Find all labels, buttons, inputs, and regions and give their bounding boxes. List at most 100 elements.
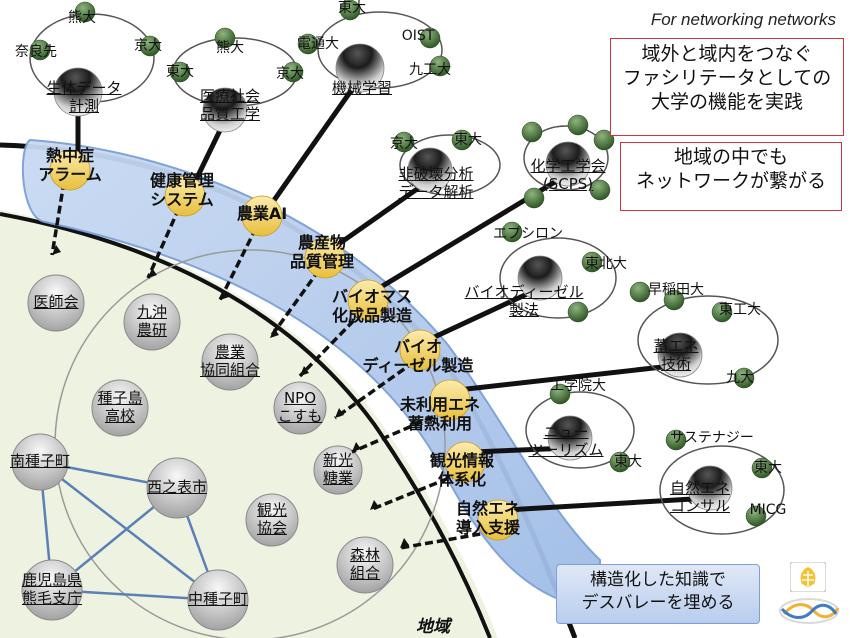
local-node-label: 中種子町	[187, 590, 248, 608]
partner-label: 奈良先	[15, 44, 57, 60]
hub-label: 自然エネ コンサル	[669, 479, 730, 515]
hub-node	[657, 332, 703, 378]
hub-node	[53, 67, 103, 117]
arrow-head-icon	[352, 442, 361, 452]
partner-label: 電通大	[297, 36, 339, 52]
hub-label: バイオディーゼル 製法	[464, 283, 584, 319]
arrow-head-icon	[335, 408, 344, 418]
local-node-label: 鹿児島県 熊毛支庁	[21, 571, 82, 607]
arrow-head-icon	[270, 328, 279, 338]
town-link-line	[39, 461, 219, 601]
activity-label: 農産物 品質管理	[289, 233, 354, 271]
regional-network-message-box: 地域の中でも ネットワークが繋がる	[620, 142, 842, 211]
local-node	[21, 559, 83, 621]
hub-node	[545, 141, 591, 187]
partner-node	[581, 251, 603, 273]
partner-node	[282, 61, 304, 83]
hub-label: 非破壊分析 データ解析	[398, 165, 474, 201]
partner-label: 早稲田大	[648, 282, 704, 298]
partner-node	[567, 301, 589, 323]
partner-node	[339, 0, 361, 21]
external-link-line	[505, 495, 711, 513]
local-node	[336, 536, 394, 594]
arrow-head-icon	[370, 500, 379, 510]
hub-node	[202, 87, 248, 133]
dashed-link-line	[218, 227, 258, 301]
local-node-label: 南種子町	[9, 452, 70, 470]
local-node-label: 農業 協同組合	[199, 343, 260, 379]
network-ring	[637, 295, 779, 385]
local-node-label: 種子島 高校	[97, 389, 143, 425]
local-node	[146, 457, 208, 519]
partner-node	[711, 301, 733, 323]
arrow-head-icon	[300, 366, 309, 376]
death-valley-banner: 構造化した知識で デスバレーを埋める	[556, 564, 760, 624]
local-node	[201, 333, 259, 391]
local-node-label: 医師会	[33, 293, 79, 311]
activity-label: 自然エネ 導入支援	[455, 499, 520, 537]
partner-node	[74, 1, 96, 23]
hub-label: 化学工学会 (SCPS)	[530, 157, 606, 193]
external-link-line	[267, 76, 363, 208]
partner-node	[733, 367, 755, 389]
partner-node	[501, 221, 523, 243]
partner-node	[139, 35, 161, 57]
activity-label: バイオマス 化成品製造	[331, 287, 412, 325]
partner-node	[297, 33, 319, 55]
partner-node	[393, 131, 415, 153]
partner-node	[169, 61, 191, 83]
local-node	[91, 379, 149, 437]
regional-network-message: 地域の中でも ネットワークが繋がる	[635, 146, 826, 192]
activity-node	[241, 195, 283, 237]
arrow-head-icon	[220, 290, 229, 300]
activity-node	[164, 175, 206, 217]
partner-label: 京大	[276, 66, 304, 82]
partner-node	[549, 383, 571, 405]
partner-label: 工学院大	[550, 378, 606, 394]
dashed-link-line	[399, 530, 493, 550]
hub-label: 蓄エネ 技術	[653, 337, 699, 373]
activity-label: 熱中症 アラーム	[38, 146, 102, 184]
partner-label: 九工大	[409, 62, 451, 78]
dashed-link-line	[333, 360, 416, 420]
activity-node	[347, 279, 389, 321]
network-ring	[659, 445, 785, 535]
network-ring	[399, 134, 501, 196]
local-node-label: 観光 協会	[256, 501, 287, 537]
network-ring	[525, 391, 635, 469]
external-link-line	[426, 285, 542, 343]
partner-node	[629, 281, 651, 303]
hub-node	[547, 415, 593, 461]
inner-boundary-line	[0, 212, 492, 638]
local-node-label: 西之表市	[146, 478, 207, 496]
partner-node	[663, 289, 685, 311]
dashed-link-line	[146, 207, 181, 279]
dashed-link-line	[298, 310, 364, 378]
partner-label: サステナジー	[670, 430, 754, 446]
partner-label: 東大	[338, 0, 366, 16]
partner-label: 熊大	[68, 10, 96, 26]
partner-label: MICG	[749, 502, 787, 518]
arrow-head-icon	[52, 245, 61, 255]
arrow-head-icon	[400, 538, 409, 548]
tagline: For networking networks	[650, 10, 836, 29]
partner-node	[214, 27, 236, 49]
partner-label: 九大	[726, 370, 754, 386]
partner-node	[523, 187, 545, 209]
university-emblem-icon	[790, 562, 826, 592]
partner-label: 東大	[166, 64, 194, 80]
arrow-head-icon	[148, 268, 157, 278]
facilitator-message-box: 域外と域内をつなぐ ファシリテータとしての 大学の機能を実践	[610, 38, 844, 136]
local-node-label: 森林 組合	[349, 546, 380, 582]
local-node	[187, 569, 249, 631]
hub-label: 機械学習	[331, 79, 392, 97]
activity-node	[444, 441, 486, 483]
region-label: 地域	[416, 617, 450, 637]
partner-label: 東大	[454, 132, 482, 148]
partner-node	[521, 121, 543, 143]
university-logo-icon	[779, 598, 840, 624]
death-valley-text: 構造化した知識で デスバレーを埋める	[581, 570, 735, 613]
local-node	[245, 493, 299, 547]
